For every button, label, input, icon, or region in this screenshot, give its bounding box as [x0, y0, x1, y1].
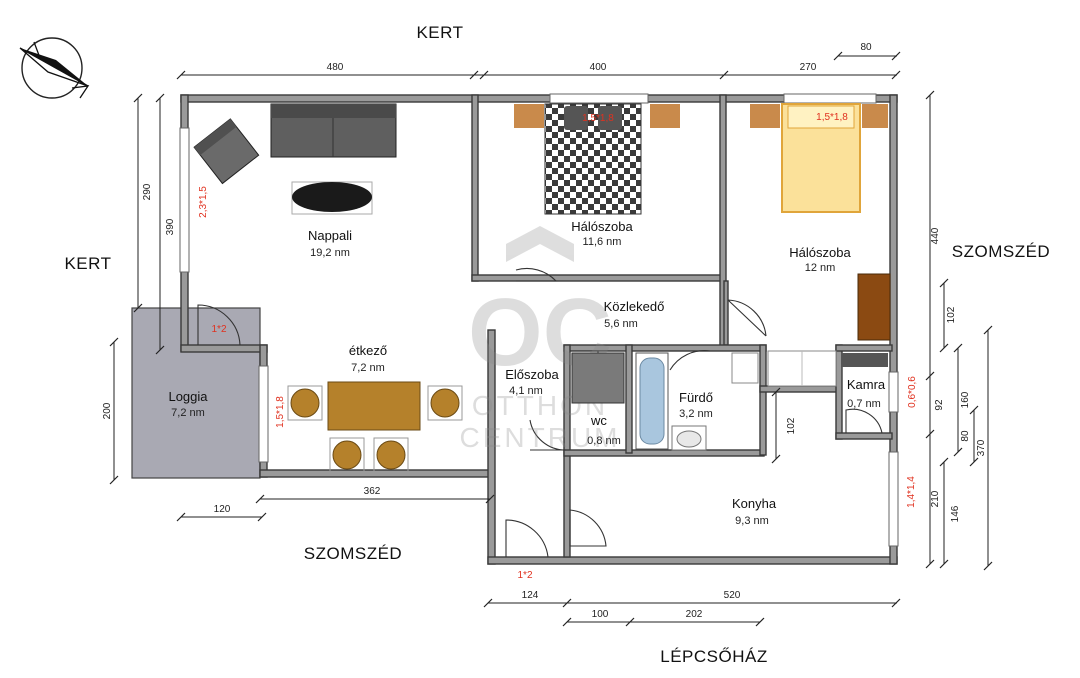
opening-nappali-window: 2,3*1,5	[198, 186, 209, 218]
label-kert-left: KERT	[64, 254, 111, 273]
washbasin-icon	[671, 425, 707, 451]
room-halo1-area: 11,6 nm	[583, 236, 622, 248]
dim-left-200: 200	[102, 402, 113, 419]
room-furdo-area: 3,2 nm	[679, 408, 713, 420]
dim-left-290: 290	[142, 183, 153, 200]
windows	[179, 93, 899, 547]
chair-icon	[427, 385, 463, 421]
opening-halo2-window: 1,5*1,8	[816, 112, 848, 123]
washing-machine-icon	[731, 352, 759, 384]
dim-right-440: 440	[930, 227, 941, 244]
opening-entrance-door: 1*2	[517, 570, 532, 581]
double-bed-icon	[544, 103, 642, 215]
room-eloszoba-area: 4,1 nm	[509, 385, 543, 397]
room-konyha-area: 9,3 nm	[735, 515, 769, 527]
room-halo2-name: Hálószoba	[789, 245, 851, 260]
dim-right-160: 160	[960, 391, 971, 408]
dim-top-400: 400	[590, 62, 607, 73]
room-halo1-name: Hálószoba	[571, 219, 633, 234]
room-kozlekedo-name: Közlekedő	[604, 299, 665, 314]
room-wc-area: 0,8 nm	[587, 435, 621, 447]
dim-left-390: 390	[165, 218, 176, 235]
nightstand-icon	[514, 104, 544, 128]
room-loggia-name: Loggia	[168, 389, 208, 404]
room-loggia-area: 7,2 nm	[171, 407, 205, 419]
dim-bottom-362: 362	[364, 486, 381, 497]
opening-loggia-door: 1*2	[211, 324, 226, 335]
opening-konyha-window: 1,4*1,4	[906, 476, 917, 508]
nightstand-icon	[862, 104, 888, 128]
room-halo2-area: 12 nm	[805, 262, 836, 274]
kitchen-counter-icon	[767, 350, 837, 387]
dim-top-270: 270	[800, 62, 817, 73]
room-etkezo-area: 7,2 nm	[351, 362, 385, 374]
doors	[197, 267, 883, 558]
chair-icon	[287, 385, 323, 421]
dim-bottom-100: 100	[592, 609, 609, 620]
nightstand-icon	[750, 104, 780, 128]
chair-icon	[329, 437, 365, 473]
armchair-icon	[193, 118, 260, 185]
dim-bottom-520: 520	[724, 590, 741, 601]
wardrobe-icon	[857, 273, 891, 341]
label-lepcsohaz: LÉPCSŐHÁZ	[660, 647, 767, 666]
compass-icon	[19, 37, 90, 99]
dim-right-80: 80	[960, 430, 971, 442]
bathtub-icon	[635, 352, 669, 450]
dim-right-146: 146	[950, 505, 961, 522]
chair-icon	[373, 437, 409, 473]
room-kozlekedo-area: 5,6 nm	[604, 318, 638, 330]
dim-bottom-124: 124	[522, 590, 539, 601]
dim-bottom-120: 120	[214, 504, 231, 515]
dim-top-80: 80	[860, 42, 872, 53]
sofa-icon	[270, 103, 397, 158]
dim-bottom-202: 202	[686, 609, 703, 620]
room-eloszoba-name: Előszoba	[505, 367, 559, 382]
dimension-lines: 480 400 270 80 290 390 200 120 362 1	[102, 42, 993, 627]
dim-right-370: 370	[976, 439, 987, 456]
dim-inner-102: 102	[786, 417, 797, 434]
label-kert-top: KERT	[416, 23, 463, 42]
room-nappali-name: Nappali	[308, 228, 352, 243]
dim-right-210: 210	[930, 490, 941, 507]
shelf-icon	[842, 353, 888, 367]
room-furdo-name: Fürdő	[679, 390, 713, 405]
dim-right-92: 92	[934, 399, 945, 411]
room-etkezo-name: étkező	[349, 343, 387, 358]
label-szomszed-right: SZOMSZÉD	[952, 242, 1050, 261]
single-bed-icon	[781, 103, 861, 213]
room-wc-name: wc	[590, 413, 607, 428]
nightstand-icon	[650, 104, 680, 128]
room-kamra-name: Kamra	[847, 377, 886, 392]
coffee-table-icon	[291, 181, 373, 215]
room-konyha-name: Konyha	[732, 496, 777, 511]
dining-table-icon	[287, 381, 463, 473]
room-kamra-area: 0,7 nm	[847, 398, 881, 410]
opening-kamra-window: 0,6*0,6	[907, 376, 918, 408]
watermark-line2: CENTRUM	[460, 422, 621, 453]
dim-right-102: 102	[946, 306, 957, 323]
opening-halo1-window: 1,5*1,8	[582, 113, 614, 124]
furniture	[193, 103, 891, 473]
toilet-cistern-icon	[571, 352, 625, 404]
room-nappali-area: 19,2 nm	[310, 247, 350, 259]
opening-etkezo-window: 1,5*1,8	[275, 396, 286, 428]
dim-top-480: 480	[327, 62, 344, 73]
label-szomszed-bottom: SZOMSZÉD	[304, 544, 402, 563]
